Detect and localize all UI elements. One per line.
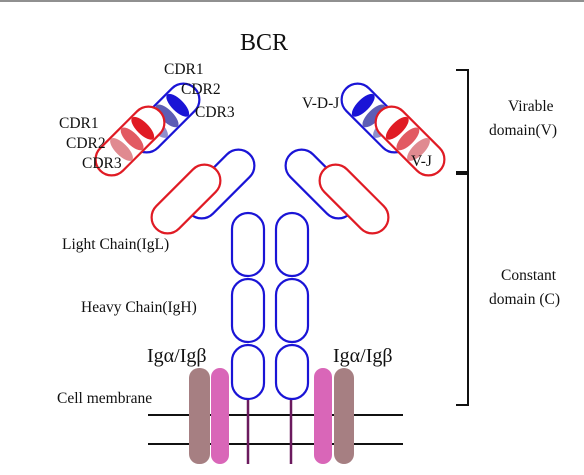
heavy-cdr2-label: CDR2 [181, 81, 221, 98]
igbeta-left [211, 368, 229, 464]
heavy-constant-left-3 [230, 343, 266, 401]
membrane-label: Cell membrane [57, 390, 152, 407]
heavy-cdr1-label: CDR1 [164, 61, 204, 78]
light-cdr2-left [120, 127, 144, 151]
igalpha-right [334, 368, 354, 464]
heavy-chain-label: Heavy Chain(IgH) [81, 299, 197, 316]
ig-ab-right-label: Igα/Igβ [333, 345, 393, 367]
heavy-constant-right-2 [274, 277, 310, 344]
heavy-constant-right-3 [274, 343, 310, 401]
heavy-cdr2-right [362, 104, 386, 128]
heavy-cdr2-left [155, 104, 179, 128]
light-cdr1-label: CDR1 [59, 115, 99, 132]
light-cdr2-label: CDR2 [66, 135, 106, 152]
heavy-constant-left-2 [230, 277, 266, 344]
heavy-cdr3-label: CDR3 [195, 104, 235, 121]
light-cdr3-label: CDR3 [82, 155, 122, 172]
variable-domain-line2: domain(V) [489, 122, 557, 139]
vdj-label: V-D-J [302, 95, 339, 112]
light-cdr3-right [385, 116, 409, 140]
light-chain-label: Light Chain(IgL) [62, 236, 169, 253]
heavy-cdr3-right [351, 93, 375, 117]
light-variable-left [94, 105, 166, 177]
constant-domain-bracket [456, 173, 469, 406]
heavy-constant-left-1 [230, 211, 266, 278]
light-variable-right [374, 105, 446, 177]
light-cdr3-left [131, 116, 155, 140]
diagram-title: BCR [240, 30, 288, 56]
ig-ab-left-label: Igα/Igβ [147, 345, 207, 367]
light-cdr2-right [396, 127, 420, 151]
light-cdr1-left [110, 138, 133, 161]
heavy-cdr3-left [166, 93, 190, 117]
light-constant-left [150, 163, 222, 235]
heavy-constant-right-1 [274, 211, 310, 278]
igbeta-right [314, 368, 332, 464]
light-cdr1-right [407, 138, 430, 161]
vj-label: V-J [411, 153, 432, 170]
igalpha-left [189, 368, 210, 464]
constant-domain-line1: Constant [501, 267, 557, 284]
variable-domain-line1: Virable [508, 98, 554, 115]
variable-domain-bracket [456, 69, 469, 173]
constant-domain-line2: domain (C) [489, 291, 560, 308]
